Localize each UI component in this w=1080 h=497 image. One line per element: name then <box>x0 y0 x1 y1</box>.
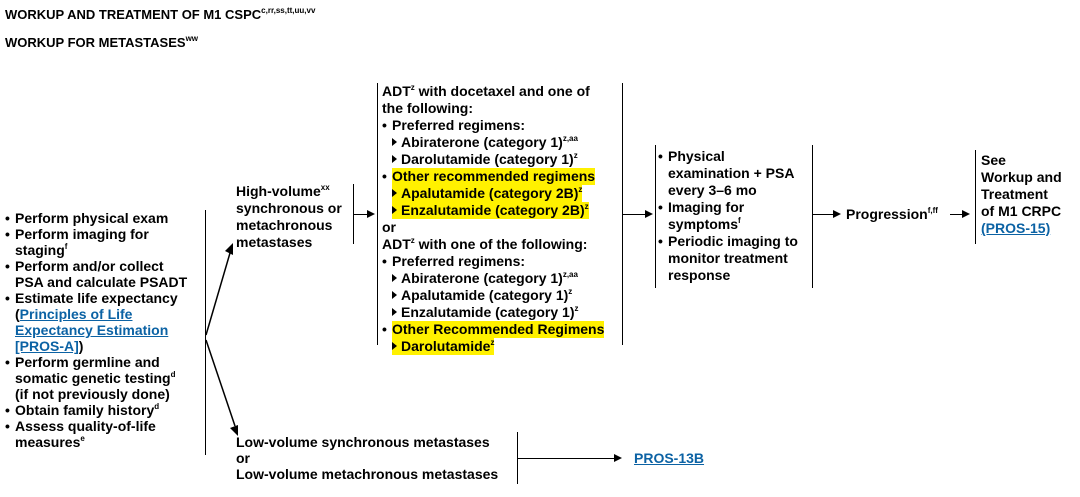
progression-label: Progressionf,ff <box>846 206 938 222</box>
workup-bracket <box>205 210 206 455</box>
connector-line <box>518 458 616 459</box>
connector-line <box>813 214 835 215</box>
list-item: •Perform and/or collect <box>5 258 164 274</box>
list-item: •Periodic imaging to <box>658 233 798 249</box>
list-item: •Preferred regimens: <box>382 117 526 133</box>
monitoring-right-bar <box>812 145 813 288</box>
pros-15-link[interactable]: (PROS-15) <box>981 220 1051 236</box>
pros-13b-link-wrap: PROS-13B <box>634 450 704 467</box>
treatment-right-bar <box>622 83 623 345</box>
workup-list: •Perform physical exam •Perform imaging … <box>5 210 188 450</box>
high-volume-bracket <box>353 184 354 244</box>
see-left-bar <box>975 150 976 244</box>
page-subtitle: WORKUP FOR METASTASESww <box>5 34 199 51</box>
list-item: Abiraterone (category 1)z,aa <box>382 270 604 287</box>
page-title: WORKUP AND TREATMENT OF M1 CSPCc,rr,ss,t… <box>5 6 316 23</box>
arrow-head <box>645 210 653 218</box>
arrow-line-up <box>205 252 231 336</box>
life-expectancy-link[interactable]: Principles of Life <box>19 306 133 322</box>
arrow-head <box>962 210 970 218</box>
list-item: Darolutamide (category 1)z <box>382 151 604 168</box>
list-item: Enzalutamide (category 1)z <box>382 304 604 321</box>
list-item: •Assess quality-of-life <box>5 418 156 434</box>
high-volume-box: High-volumexx synchronous or metachronou… <box>236 183 342 250</box>
pros-a-link[interactable]: [PROS-A] <box>15 338 79 354</box>
list-item: Apalutamide (category 2B)z <box>382 185 604 202</box>
connector-line <box>623 214 647 215</box>
list-item: •Other recommended regimens <box>382 168 596 185</box>
treatment-options: ADTz with docetaxel and one of the follo… <box>382 83 605 355</box>
low-volume-box: Low-volume synchronous metastases or Low… <box>236 434 499 482</box>
list-item: Apalutamide (category 1)z <box>382 287 604 304</box>
list-item: •Perform imaging for <box>5 226 149 242</box>
arrow-head-up <box>225 243 233 255</box>
list-item: •Obtain family historyd <box>5 402 160 418</box>
list-item: •Imaging for <box>658 199 745 215</box>
list-item: •Other Recommended Regimens <box>382 321 605 338</box>
arrow-head <box>833 210 841 218</box>
list-item: Abiraterone (category 1)z,aa <box>382 134 604 151</box>
see-box: See Workup and Treatment of M1 CRPC (PRO… <box>981 152 1062 236</box>
connector-line <box>354 214 368 215</box>
life-expectancy-link-cont[interactable]: Expectancy Estimation <box>15 322 169 338</box>
arrow-head <box>614 454 622 462</box>
list-item: •Physical <box>658 148 725 164</box>
list-item: •Perform physical exam <box>5 210 169 226</box>
list-item: Enzalutamide (category 2B)z <box>382 202 604 219</box>
treatment-left-bar <box>377 83 378 345</box>
low-volume-bracket <box>517 432 518 484</box>
arrow-head-down <box>230 425 238 436</box>
branch-arrows <box>205 243 238 436</box>
pros-13b-link[interactable]: PROS-13B <box>634 450 705 466</box>
list-item: •Preferred regimens: <box>382 253 526 269</box>
list-item: Darolutamidez <box>382 338 604 355</box>
arrow-head <box>367 210 375 218</box>
monitoring-list: •Physical examination + PSA every 3–6 mo… <box>658 148 798 283</box>
arrow-line-down <box>205 339 236 427</box>
monitoring-left-bar <box>655 145 656 288</box>
list-item: •Perform germline and <box>5 354 160 370</box>
connector-line <box>950 214 964 215</box>
list-item: •Estimate life expectancy <box>5 290 178 306</box>
